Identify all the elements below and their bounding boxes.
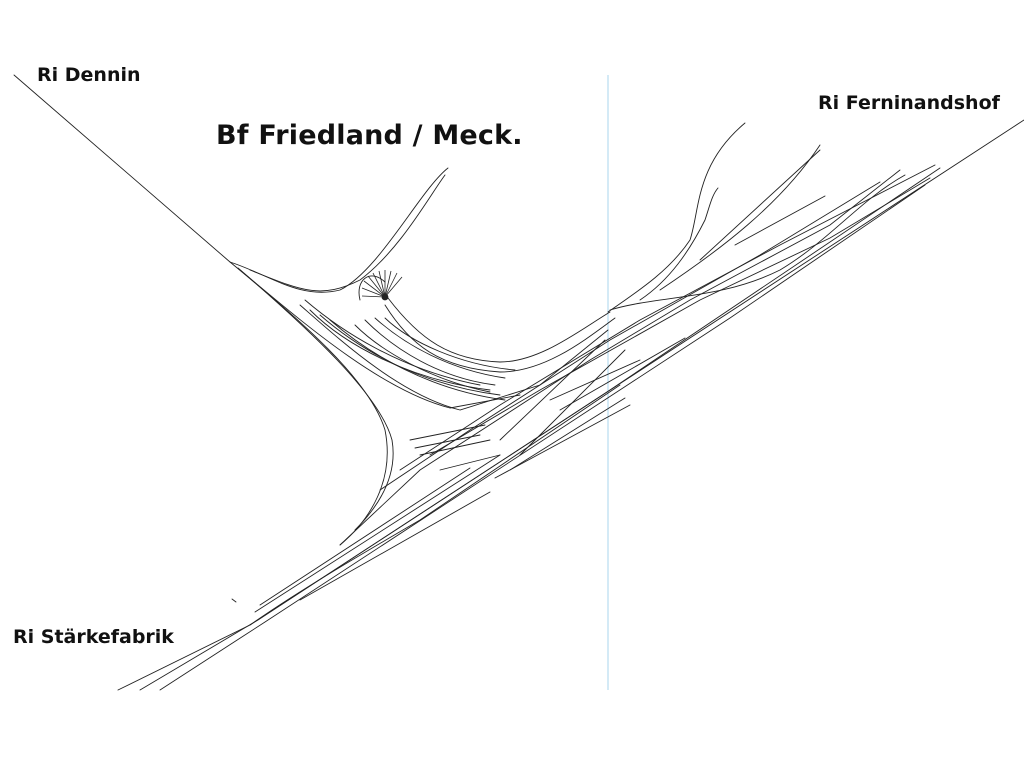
- track-dennin-mainline: [13, 74, 231, 263]
- track-yard-13: [549, 359, 641, 401]
- track-branch-ne-6: [609, 174, 906, 311]
- track-main-2: [139, 167, 941, 691]
- track-main-5: [339, 169, 901, 546]
- station-title: Bf Friedland / Meck.: [216, 120, 523, 151]
- direction-label-ferninandshof: Ri Ferninandshof: [818, 92, 1000, 114]
- track-dennin-curve-2: [237, 267, 394, 531]
- track-branch-ne-1: [607, 122, 746, 313]
- turntable-ray: [378, 270, 386, 298]
- turntable-ray: [361, 295, 386, 298]
- track-dennin-branch-upper: [229, 167, 449, 293]
- turntable-ray: [372, 272, 386, 298]
- turntable-ray: [361, 287, 386, 298]
- track-yard-5: [414, 434, 481, 449]
- track-main-1: [117, 119, 1024, 691]
- direction-label-staerkefabrik: Ri Stärkefabrik: [13, 626, 174, 648]
- track-yard-7: [439, 454, 501, 471]
- track-branch-ne-3: [659, 144, 821, 291]
- track-yard-1: [254, 454, 501, 613]
- track-fan-5: [354, 324, 491, 393]
- track-main-6: [379, 181, 881, 491]
- track-branch-ne-5: [734, 195, 826, 246]
- turntable-ray: [384, 276, 403, 298]
- turntable-ray: [384, 270, 392, 298]
- turntable-hub: [381, 293, 389, 301]
- track-fan-7: [374, 317, 506, 379]
- track-main-8: [429, 177, 931, 456]
- track-yard-6: [419, 439, 491, 456]
- turntable: [361, 270, 403, 301]
- track-dennin-branch-upper-2: [249, 174, 446, 292]
- turntable-ray: [363, 280, 386, 298]
- track-branch-ne-4: [699, 149, 821, 261]
- turntable-ray: [367, 275, 386, 298]
- track-yard-11: [499, 339, 606, 441]
- track-yard-3: [299, 491, 491, 601]
- track-yard-9: [509, 397, 626, 471]
- track-branch-ne-2: [639, 187, 719, 301]
- direction-label-dennin: Ri Dennin: [37, 64, 141, 86]
- track-main-3: [159, 184, 926, 691]
- track-yard-link-2: [239, 269, 521, 409]
- track-fan-6: [364, 319, 496, 386]
- track-fan-4: [329, 319, 506, 401]
- track-main-4: [249, 384, 621, 626]
- track-fan-1: [304, 299, 481, 386]
- track-yard-link: [299, 304, 609, 411]
- turntable-ray: [384, 272, 398, 298]
- track-yard-4: [409, 424, 486, 441]
- track-stub-sw: [231, 598, 237, 603]
- track-main-7: [399, 164, 936, 471]
- track-turntable-lead-2: [384, 304, 616, 373]
- track-yard-12: [559, 337, 686, 411]
- track-dennin-curve: [229, 261, 388, 546]
- track-fan-8: [384, 317, 516, 371]
- track-yard-2: [259, 467, 471, 606]
- track-turntable-lead: [387, 297, 611, 363]
